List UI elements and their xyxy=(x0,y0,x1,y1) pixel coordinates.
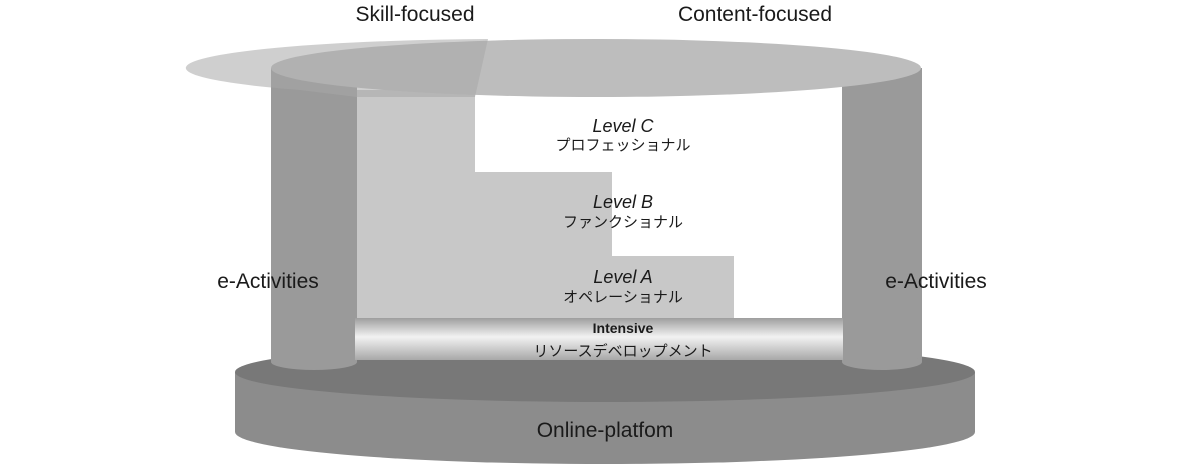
online-platform-label: Online-platfom xyxy=(537,419,674,442)
level-b-title: Level B xyxy=(593,192,653,212)
level-b-subtitle: ファンクショナル xyxy=(563,213,683,231)
content-focused-area xyxy=(475,90,842,320)
left-e-activities-label: e-Activities xyxy=(217,270,319,293)
level-c-title: Level C xyxy=(592,116,654,136)
level-a-title: Level A xyxy=(593,267,652,287)
skill-focused-area xyxy=(357,90,734,320)
right-pillar xyxy=(842,68,922,370)
level-c-subtitle: プロフェッショナル xyxy=(555,136,690,154)
intensive-title: Intensive xyxy=(593,320,654,336)
roof xyxy=(185,39,921,97)
level-a-subtitle: オペレーショナル xyxy=(563,288,683,306)
intensive-subtitle: リソースデベロップメント xyxy=(533,342,712,360)
right-e-activities-label: e-Activities xyxy=(885,270,987,293)
left-pillar xyxy=(271,68,357,370)
content-focused-label: Content-focused xyxy=(678,3,832,26)
intensive-bar xyxy=(355,318,843,360)
skill-focused-label: Skill-focused xyxy=(355,3,474,26)
